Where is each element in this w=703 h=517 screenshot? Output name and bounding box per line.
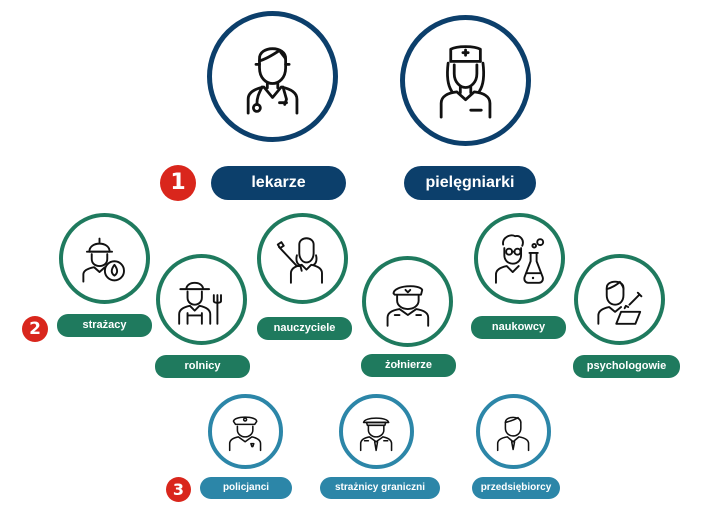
border-guard-circle — [339, 394, 414, 469]
pill-strazacy: strażacy — [57, 314, 152, 337]
scientist-circle — [474, 213, 565, 304]
pill-pielegniarki: pielęgniarki — [404, 166, 536, 200]
scientist-icon — [494, 234, 544, 284]
pill-policjanci: policjanci — [200, 477, 292, 499]
border-guard-icon — [360, 417, 393, 452]
pill-naukowcy: naukowcy — [471, 316, 566, 339]
farmer-circle — [156, 254, 247, 345]
soldier-icon — [386, 284, 429, 327]
pill-straznicy-graniczni: strażnicy graniczni — [320, 477, 440, 499]
teacher-circle — [257, 213, 348, 304]
pill-przedsiebiorcy: przedsiębiorcy — [472, 477, 560, 499]
doctor-circle — [207, 11, 338, 142]
firefighter-icon — [82, 237, 125, 283]
soldier-circle — [362, 256, 453, 347]
firefighter-circle — [59, 213, 150, 304]
nurse-icon — [439, 45, 492, 119]
farmer-icon — [177, 281, 222, 325]
doctor-icon — [246, 47, 299, 115]
nurse-circle — [400, 15, 531, 146]
teacher-icon — [276, 236, 323, 284]
pill-rolnicy: rolnicy — [155, 355, 250, 378]
entrepreneur-icon — [497, 416, 530, 452]
tier-number-badge: 3 — [166, 477, 191, 502]
police-officer-circle — [208, 394, 283, 469]
pill-lekarze: lekarze — [211, 166, 346, 200]
psychologist-icon — [597, 280, 642, 325]
pill-zolnierze: żołnierze — [361, 354, 456, 377]
pill-nauczyciele: nauczyciele — [257, 317, 352, 340]
entrepreneur-circle — [476, 394, 551, 469]
police-officer-icon — [229, 416, 262, 452]
tier-number-badge: 1 — [160, 165, 196, 201]
tier-number-badge: 2 — [22, 316, 48, 342]
pill-psychologowie: psychologowie — [573, 355, 680, 378]
psychologist-circle — [574, 254, 665, 345]
